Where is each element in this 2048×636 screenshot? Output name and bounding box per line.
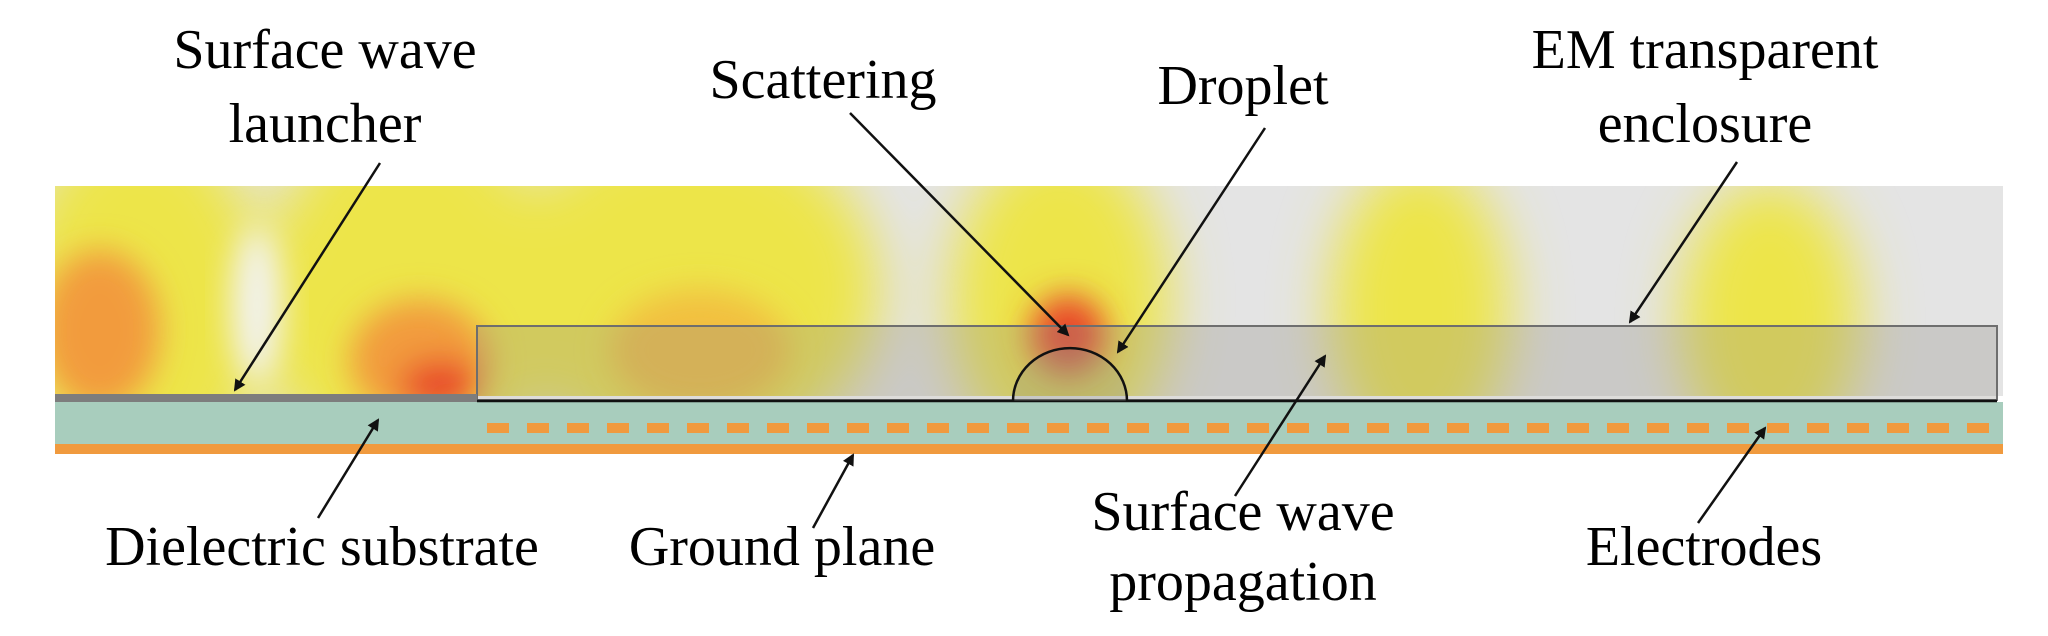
- arrow-electrodes: [1696, 426, 1767, 524]
- arrow-ground-plane: [811, 453, 855, 529]
- field-null-white: [231, 225, 283, 385]
- label-electrodes: Electrodes: [1586, 516, 1822, 578]
- arrow-enclosure: [1628, 161, 1739, 324]
- label-enclosure-line2: enclosure: [1598, 93, 1813, 155]
- arrow-droplet: [1116, 127, 1267, 354]
- label-launcher-line2: launcher: [229, 93, 422, 155]
- label-scattering: Scattering: [709, 49, 936, 111]
- field-lobe-3: [950, 186, 1170, 396]
- label-dielectric-substrate: Dielectric substrate: [105, 516, 539, 578]
- label-propagation-line2: propagation: [1109, 551, 1376, 613]
- surface-wave-launcher: [55, 394, 477, 402]
- arrow-substrate: [316, 418, 380, 519]
- ground-plane: [55, 444, 2003, 454]
- em-transparent-enclosure: [476, 325, 1998, 401]
- leader-arrows: [233, 112, 1767, 529]
- arrow-propagation: [1233, 354, 1327, 497]
- label-propagation-line1: Surface wave: [1091, 481, 1394, 543]
- label-launcher-line1: Surface wave: [173, 19, 476, 81]
- field-hot-3: [610, 290, 790, 396]
- field-map: [55, 186, 2003, 396]
- arrow-scattering: [849, 112, 1070, 337]
- field-hot-5: [400, 360, 480, 396]
- label-ground-plane: Ground plane: [629, 516, 935, 578]
- field-lobe-5: [1680, 186, 1860, 396]
- label-droplet: Droplet: [1157, 55, 1329, 117]
- arrow-launcher: [233, 162, 382, 392]
- label-enclosure-line1: EM transparent: [1532, 19, 1879, 81]
- droplet: [1011, 346, 1129, 402]
- field-hot-1: [55, 250, 160, 396]
- field-lobe-4: [1330, 186, 1510, 396]
